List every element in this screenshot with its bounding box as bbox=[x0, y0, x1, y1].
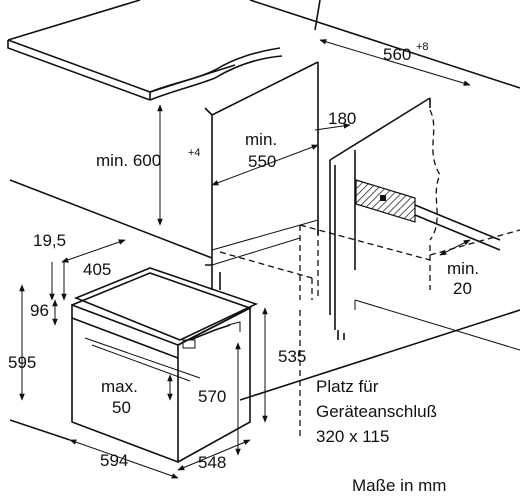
label-min20-b: 20 bbox=[453, 279, 472, 298]
label-19-5: 19,5 bbox=[33, 231, 66, 250]
label-570: 570 bbox=[198, 387, 226, 406]
oven bbox=[71, 267, 259, 464]
notes: Platz für Geräteanschluß 320 x 115 Maße … bbox=[316, 377, 446, 495]
countertop bbox=[7, 0, 520, 101]
note-units: Maße in mm bbox=[352, 476, 446, 495]
label-min20-a: min. bbox=[447, 259, 479, 278]
label-535: 535 bbox=[278, 347, 306, 366]
cabinet-niche bbox=[204, 61, 319, 290]
connection-area bbox=[355, 179, 416, 223]
label-min600-tol: +4 bbox=[188, 147, 201, 159]
cabinet-right bbox=[329, 97, 501, 340]
dimension-labels: 560 +8 min. 600 +4 min. 550 180 min. 20 … bbox=[8, 41, 479, 472]
note-connection-2: Geräteanschluß bbox=[316, 402, 437, 421]
label-96: 96 bbox=[30, 301, 49, 320]
label-min550-b: 550 bbox=[248, 152, 276, 171]
label-548: 548 bbox=[198, 453, 226, 472]
note-connection-3: 320 x 115 bbox=[316, 427, 389, 446]
dimension-lines bbox=[19, 39, 471, 479]
label-max50-b: 50 bbox=[112, 398, 131, 417]
label-max50-a: max. bbox=[101, 377, 138, 396]
label-180: 180 bbox=[328, 109, 356, 128]
label-595: 595 bbox=[8, 353, 36, 372]
label-560-tol: +8 bbox=[416, 41, 429, 53]
label-560: 560 bbox=[383, 45, 411, 64]
label-min600: min. 600 bbox=[96, 151, 161, 170]
label-594: 594 bbox=[100, 451, 128, 470]
label-min550-a: min. bbox=[245, 130, 277, 149]
label-405: 405 bbox=[83, 260, 111, 279]
note-connection-1: Platz für bbox=[316, 377, 379, 396]
floor-outline bbox=[9, 179, 520, 441]
